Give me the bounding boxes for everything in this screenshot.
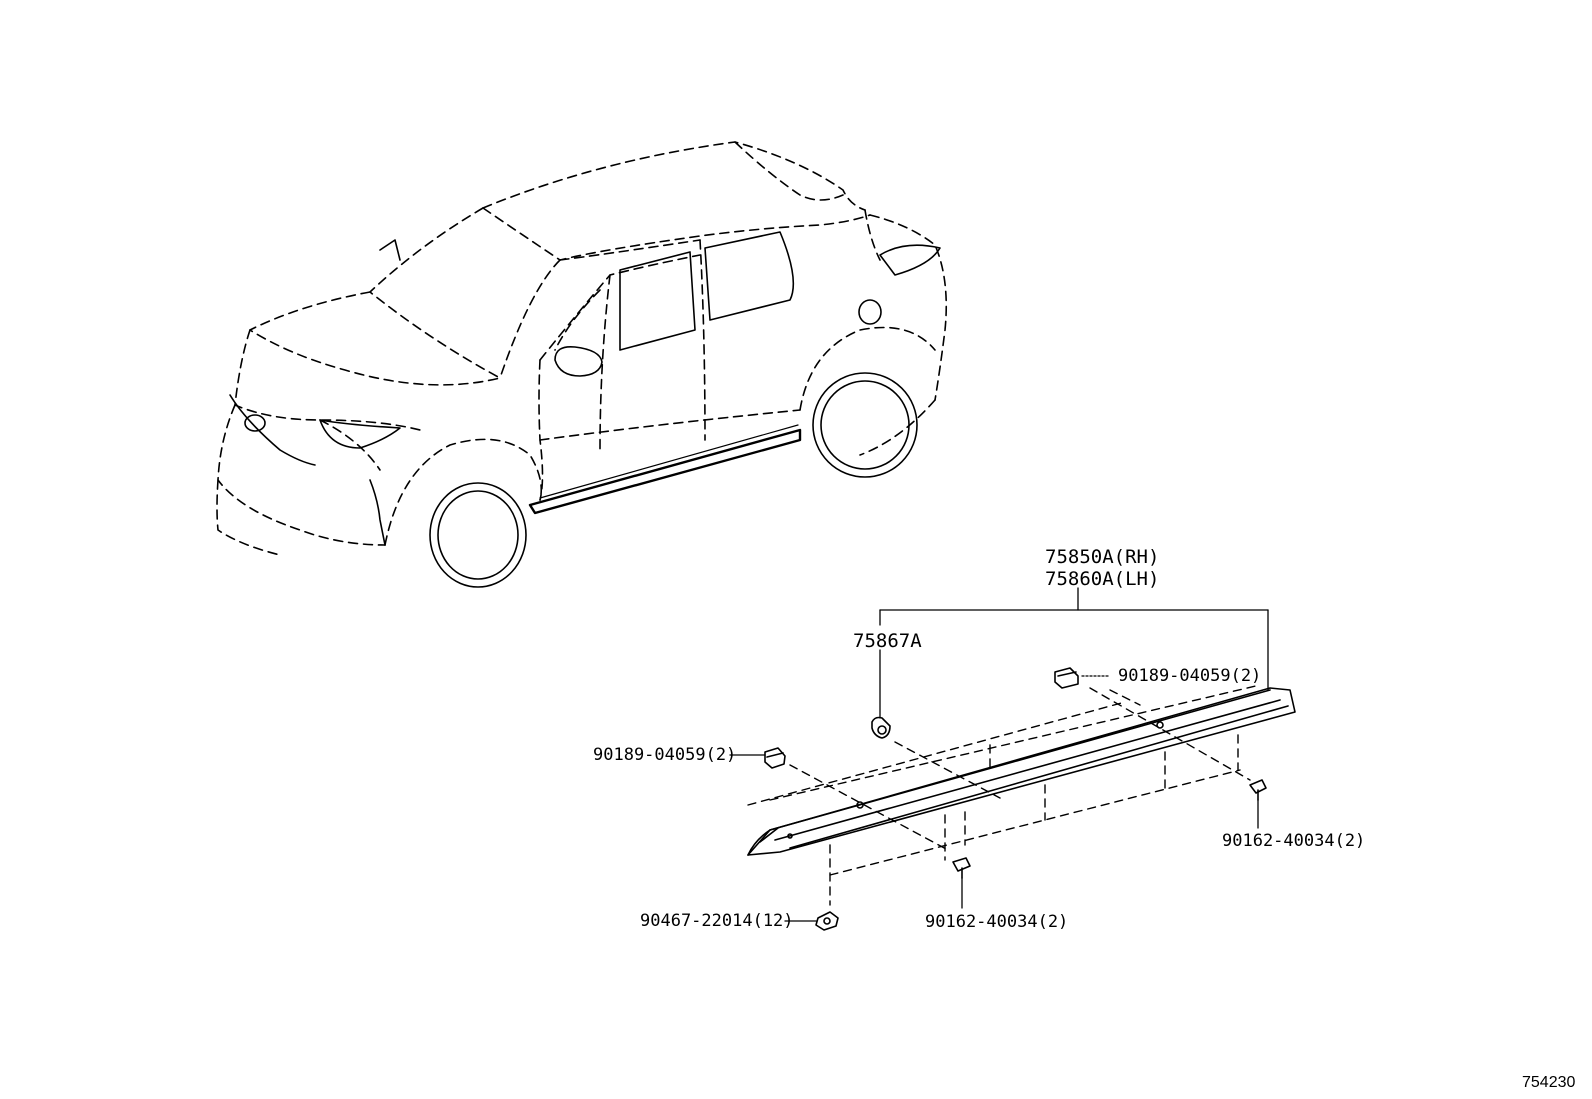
retainer-label: 75867A (853, 630, 922, 652)
installation-guides (747, 684, 1261, 906)
clip-left-label: 90189-04059(2) (593, 745, 737, 765)
retainer-part (871, 716, 891, 739)
clip-left-part (764, 747, 786, 769)
mounting-holes (787, 721, 1164, 839)
vehicle-outline (216, 141, 947, 556)
nut-label: 90467-22014(12) (640, 911, 794, 931)
callout-leaders (729, 587, 1269, 922)
rocker-molding (747, 687, 1296, 856)
screw-right-part (1249, 779, 1267, 801)
screw-right-label: 90162-40034(2) (1222, 831, 1366, 851)
clip-right-part (1054, 667, 1079, 689)
clip-right-label: 90189-04059(2) (1118, 666, 1262, 686)
figure-number: 754230 (1522, 1074, 1576, 1091)
screw-center-part (952, 857, 971, 879)
vehicle-details (229, 231, 941, 588)
assembly-label-rh: 75850A(RH) (1045, 546, 1160, 568)
screw-center-label: 90162-40034(2) (925, 912, 1069, 932)
assembly-label-lh: 75860A(LH) (1045, 568, 1160, 590)
nut-part (815, 911, 839, 931)
